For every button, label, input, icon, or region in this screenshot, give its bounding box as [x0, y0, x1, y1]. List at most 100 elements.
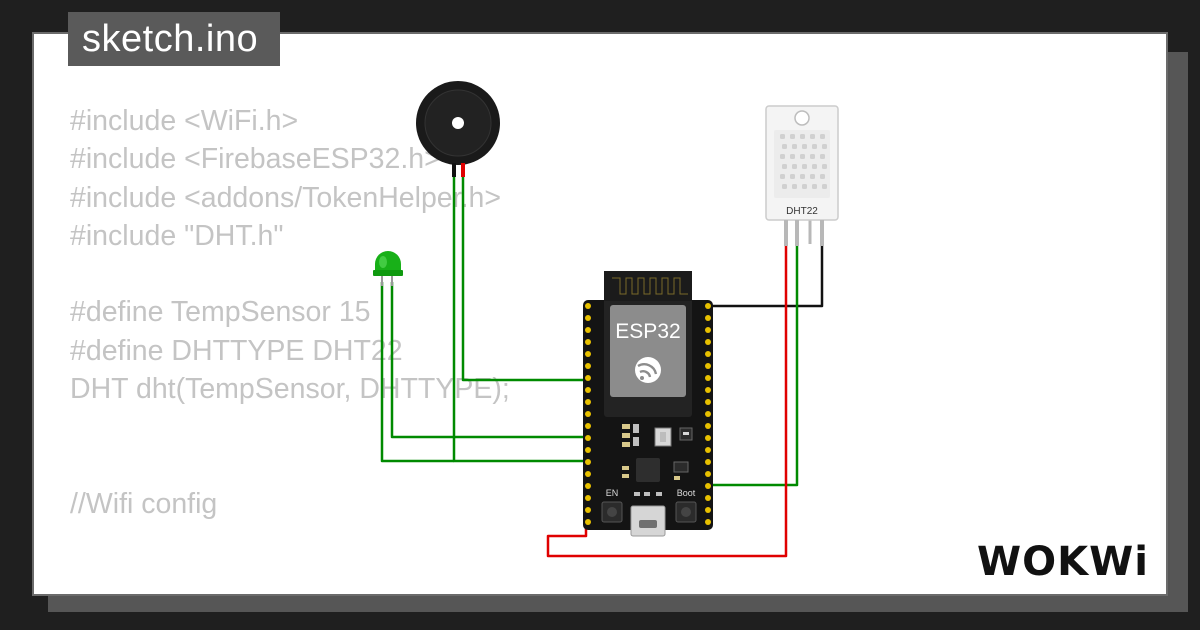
- pin[interactable]: [585, 435, 591, 441]
- pin[interactable]: [585, 447, 591, 453]
- vent-hole: [800, 154, 805, 159]
- code-line: //Wifi config: [70, 487, 218, 520]
- wire-dht-gnd[interactable]: [707, 244, 824, 308]
- pin[interactable]: [585, 363, 591, 369]
- vent-hole: [790, 174, 795, 179]
- pin[interactable]: [585, 315, 591, 321]
- pin[interactable]: [585, 471, 591, 477]
- vent-hole: [780, 134, 785, 139]
- vent-hole: [820, 174, 825, 179]
- usb-port-icon: [630, 505, 666, 537]
- pin[interactable]: [705, 471, 711, 477]
- en-button[interactable]: [601, 501, 623, 523]
- pin[interactable]: [585, 495, 591, 501]
- dht-vent-grid: [780, 134, 827, 189]
- pin[interactable]: [705, 459, 711, 465]
- pin[interactable]: [585, 375, 591, 381]
- code-line: #include <addons/TokenHelper.h>: [70, 181, 501, 214]
- vent-hole: [820, 134, 825, 139]
- pin[interactable]: [705, 519, 711, 525]
- vent-hole: [812, 184, 817, 189]
- vent-hole: [782, 144, 787, 149]
- vent-hole: [800, 134, 805, 139]
- vent-hole: [792, 164, 797, 169]
- pin[interactable]: [585, 339, 591, 345]
- pin[interactable]: [705, 363, 711, 369]
- wire-dht-vcc[interactable]: [546, 244, 788, 558]
- pin[interactable]: [705, 423, 711, 429]
- pin[interactable]: [705, 483, 711, 489]
- code-line: #define TempSensor 15: [70, 296, 371, 329]
- pin[interactable]: [705, 447, 711, 453]
- wire-led-anode[interactable]: [390, 282, 589, 439]
- pin[interactable]: [705, 435, 711, 441]
- vent-hole: [790, 154, 795, 159]
- vent-hole: [792, 144, 797, 149]
- vent-hole: [780, 174, 785, 179]
- buzzer[interactable]: [416, 81, 500, 177]
- wokwi-logo: WOKWi: [977, 539, 1145, 585]
- vent-hole: [792, 184, 797, 189]
- vent-hole: [810, 174, 815, 179]
- green-led[interactable]: [373, 251, 403, 286]
- wire-buzzer-gnd[interactable]: [452, 172, 589, 463]
- wire-dht-data[interactable]: [707, 244, 799, 487]
- boot-label: Boot: [677, 488, 696, 498]
- pin-header-left: [585, 303, 591, 525]
- pin-header-right: [705, 303, 711, 525]
- pin[interactable]: [585, 327, 591, 333]
- pin[interactable]: [585, 507, 591, 513]
- esp32-board[interactable]: ESP32 EN Boot: [583, 271, 713, 537]
- wire-led-cathode[interactable]: [380, 282, 454, 463]
- pin[interactable]: [705, 507, 711, 513]
- espressif-logo-icon: [635, 357, 661, 383]
- dht22-sensor[interactable]: DHT22: [765, 105, 839, 246]
- code-line: #include <WiFi.h>: [70, 105, 299, 137]
- pin[interactable]: [705, 315, 711, 321]
- pin[interactable]: [585, 303, 591, 309]
- boot-button[interactable]: [675, 501, 697, 523]
- vent-hole: [822, 164, 827, 169]
- vent-hole: [782, 184, 787, 189]
- pin[interactable]: [705, 411, 711, 417]
- pin[interactable]: [585, 423, 591, 429]
- vent-hole: [782, 164, 787, 169]
- vent-hole: [780, 154, 785, 159]
- pin[interactable]: [705, 303, 711, 309]
- pin[interactable]: [585, 399, 591, 405]
- en-label: EN: [606, 488, 619, 498]
- pin[interactable]: [585, 411, 591, 417]
- code-preview: #include <WiFi.h> #include <FirebaseESP32…: [70, 102, 510, 523]
- code-line: DHT dht(TempSensor, DHTTYPE);: [70, 373, 510, 406]
- vent-hole: [822, 144, 827, 149]
- pin[interactable]: [705, 339, 711, 345]
- pin[interactable]: [705, 495, 711, 501]
- pin[interactable]: [585, 387, 591, 393]
- vent-hole: [812, 144, 817, 149]
- pin[interactable]: [585, 459, 591, 465]
- vent-hole: [810, 134, 815, 139]
- wire-buzzer-signal[interactable]: [461, 172, 599, 392]
- vent-hole: [790, 134, 795, 139]
- code-line: #define DHTTYPE DHT22: [70, 334, 403, 367]
- pin[interactable]: [705, 351, 711, 357]
- pin[interactable]: [705, 327, 711, 333]
- code-line: #include <FirebaseESP32.h>: [70, 143, 441, 176]
- vent-hole: [820, 154, 825, 159]
- pin[interactable]: [585, 483, 591, 489]
- pin[interactable]: [705, 387, 711, 393]
- vent-hole: [822, 184, 827, 189]
- dht-label: DHT22: [786, 206, 818, 217]
- vent-hole: [802, 144, 807, 149]
- vent-hole: [802, 184, 807, 189]
- pin[interactable]: [705, 375, 711, 381]
- vent-hole: [800, 174, 805, 179]
- code-line: #include "DHT.h": [70, 219, 284, 252]
- esp32-label: ESP32: [615, 320, 680, 343]
- vent-hole: [812, 164, 817, 169]
- pin[interactable]: [585, 519, 591, 525]
- file-tab[interactable]: sketch.ino: [68, 12, 281, 66]
- pin[interactable]: [705, 399, 711, 405]
- pin[interactable]: [585, 351, 591, 357]
